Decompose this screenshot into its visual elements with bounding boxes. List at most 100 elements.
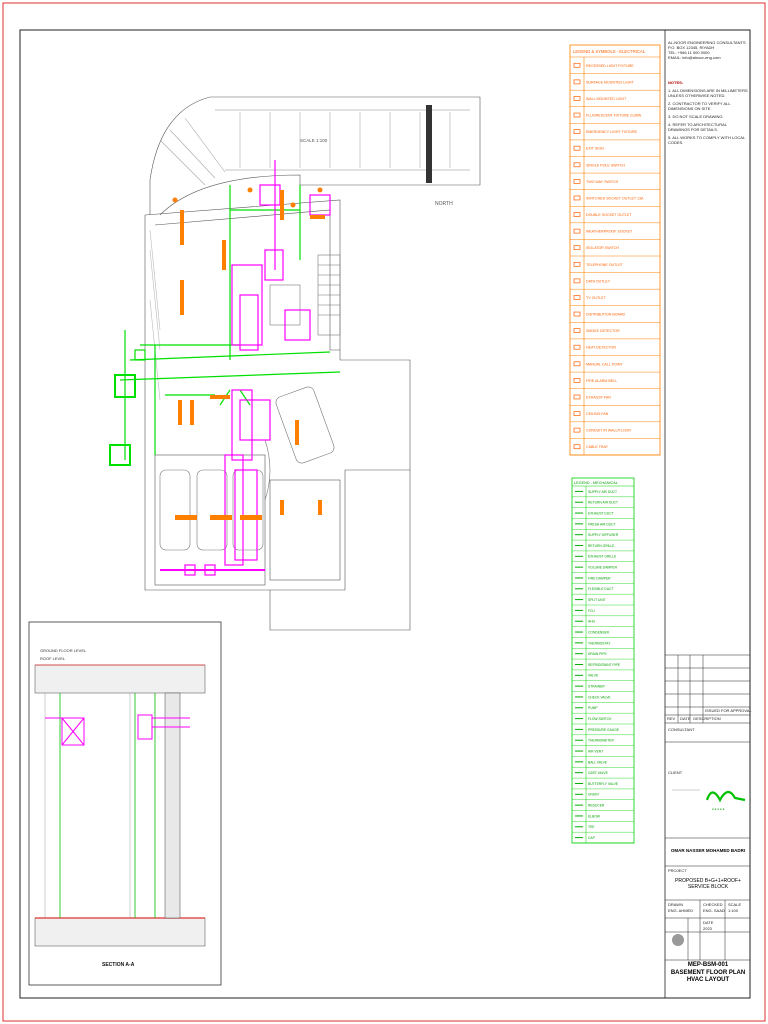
legend-row-label: BUTTERFLY VALVE: [588, 782, 619, 786]
note-item: 5. ALL WORKS TO COMPLY WITH LOCAL CODES.: [668, 135, 745, 145]
legend-symbol-icon: [573, 328, 581, 333]
rev-col-desc: DESCRIPTION: [693, 716, 721, 721]
legend-row-label: CONDENSER: [588, 630, 610, 634]
legend-row-label: EXHAUST DUCT: [588, 511, 614, 515]
project-label: PROJECT: [668, 868, 687, 873]
legend-symbol-icon: [573, 179, 581, 184]
legend-symbol-icon: [573, 295, 581, 300]
legend-row-label: DATA OUTLET: [586, 279, 611, 283]
electrical-legend-title: LEGEND & SYMBOLS - ELECTRICAL: [573, 49, 646, 54]
drawn-value: ENG. AHMED: [668, 908, 694, 913]
sheet-title: BASEMENT FLOOR PLAN HVAC LAYOUT: [670, 970, 746, 983]
electrical-legend: LEGEND & SYMBOLS - ELECTRICAL RECESSED LI…: [569, 44, 661, 456]
legend-row-label: RETURN GRILLE: [588, 544, 615, 548]
client-name: OMAR NASSER MOHAMED BADRI: [670, 848, 746, 853]
note-item: 4. REFER TO ARCHITECTURAL DRAWINGS FOR D…: [668, 122, 727, 132]
legend-symbol-icon: [573, 162, 581, 168]
legend-row-label: SURFACE MOUNTED LIGHT: [586, 80, 635, 84]
firm-info: AL-NOOR ENGINEERING CONSULTANTS P.O. BOX…: [668, 40, 748, 60]
legend-row-label: DISTRIBUTION BOARD: [586, 313, 626, 317]
north-label: NORTH: [435, 201, 453, 207]
project-name: PROPOSED B+G+1+ROOF+ SERVICE BLOCK: [675, 878, 741, 890]
legend-symbol-icon: [573, 344, 581, 350]
checked-value: ENG. SAAD: [703, 908, 725, 913]
consultant-logo: ● ● ● ● ●: [672, 789, 746, 811]
legend-row-label: GATE VALVE: [588, 771, 609, 775]
legend-symbol-icon: [573, 361, 581, 367]
legend-symbol-icon: [573, 96, 581, 101]
legend-symbol-icon: [573, 411, 581, 416]
legend-row-label: WEATHERPROOF SOCKET: [586, 230, 633, 234]
firm-line: EMAIL: info@alnoor-eng.com: [668, 55, 721, 60]
magenta-ducts: [160, 160, 331, 576]
legend-symbol-icon: [573, 311, 581, 317]
legend-row-label: MANUAL CALL POINT: [586, 362, 623, 366]
legend-row-label: DRAIN PIPE: [588, 652, 607, 656]
legend-symbol-icon: [573, 427, 581, 433]
green-services: [109, 185, 341, 466]
firm-line: TEL: +966 11 000 0000: [668, 50, 710, 55]
legend-row-label: AIR VENT: [588, 749, 603, 753]
floor-plan: [144, 96, 481, 631]
legend-row-label: CABLE TRAY: [586, 445, 609, 449]
legend-row-label: BALL VALVE: [588, 760, 608, 764]
legend-row-label: WALL MOUNTED LIGHT: [586, 97, 627, 101]
legend-row-label: EMERGENCY LIGHT FIXTURE: [586, 130, 638, 134]
legend-row-label: RETURN AIR DUCT: [588, 501, 618, 505]
firm-seal-icon: [672, 934, 684, 946]
legend-row-label: THERMOMETER: [588, 739, 614, 743]
legend-row-label: FLOW SWITCH: [588, 717, 612, 721]
legend-row-label: FCU: [588, 609, 595, 613]
firm-line: AL-NOOR ENGINEERING CONSULTANTS: [668, 40, 746, 45]
legend-symbol-icon: [573, 394, 581, 400]
legend-row-label: UNION: [588, 793, 599, 797]
legend-symbol-icon: [573, 79, 581, 85]
legend-row-label: SINGLE POLE SWITCH: [586, 163, 625, 167]
section-ground-level: GROUND FLOOR LEVEL: [40, 648, 87, 653]
legend-symbol-icon: [573, 212, 581, 217]
legend-symbol-icon: [573, 129, 581, 134]
legend-row-label: DOUBLE SOCKET OUTLET: [586, 213, 632, 217]
legend-row-label: AHU: [588, 620, 596, 624]
rev-col-date: DATE: [680, 716, 691, 721]
svg-text:● ● ● ● ●: ● ● ● ● ●: [712, 807, 725, 811]
legend-row-label: FIRE ALARM BELL: [586, 379, 617, 383]
legend-row-label: FLEXIBLE DUCT: [588, 587, 613, 591]
legend-row-label: THERMOSTAT: [588, 641, 610, 645]
legend-row-label: ELBOW: [588, 814, 601, 818]
note-item: 1. ALL DIMENSIONS ARE IN MILLIMETERS UNL…: [668, 88, 748, 98]
notes-title: NOTES:: [668, 80, 684, 85]
legend-row-label: CEILING FAN: [586, 412, 609, 416]
legend-row-label: TELEPHONE OUTLET: [586, 263, 624, 267]
legend-row-label: TWO WAY SWITCH: [586, 180, 619, 184]
legend-row-label: FRESH AIR DUCT: [588, 522, 615, 526]
note-item: 3. DO NOT SCALE DRAWING.: [668, 114, 724, 119]
legend-row-label: FIRE DAMPER: [588, 576, 611, 580]
legend-symbol-icon: [573, 62, 581, 68]
date-value: 2023: [703, 926, 712, 931]
legend-row-label: EXIT SIGN: [586, 147, 604, 151]
legend-symbol-icon: [573, 145, 581, 151]
legend-row-label: CAP: [588, 836, 596, 840]
checked-label: CHECKED: [703, 902, 723, 907]
legend-row-label: SUPPLY AIR DUCT: [588, 490, 617, 494]
revision-row: ISSUED FOR APPROVAL: [705, 708, 752, 713]
title-block: [665, 654, 750, 961]
revision-description: ISSUED FOR APPROVAL: [705, 708, 752, 713]
legend-symbol-icon: [573, 112, 581, 118]
rev-header-row: REV DATE DESCRIPTION: [667, 716, 749, 721]
plan-scale-note: SCALE 1:100: [300, 138, 328, 143]
legend-row-label: VOLUME DAMPER: [588, 566, 618, 570]
legend-row-label: EXHAUST GRILLE: [588, 555, 617, 559]
legend-row-label: SWITCHED SOCKET OUTLET 13A: [586, 196, 644, 200]
scale-label: SCALE: [728, 902, 742, 907]
legend-row-label: RECESSED LIGHT FIXTURE: [586, 64, 634, 68]
section-detail: GROUND FLOOR LEVEL ROOF LEVEL SECTION A-…: [28, 621, 222, 986]
legend-row-label: TV OUTLET: [586, 296, 607, 300]
section-roof-level: ROOF LEVEL: [40, 656, 66, 661]
section-title: SECTION A-A: [102, 962, 135, 968]
legend-row-label: PUMP: [588, 706, 598, 710]
legend-symbol-icon: [573, 278, 581, 284]
rev-col-rev: REV: [667, 716, 676, 721]
